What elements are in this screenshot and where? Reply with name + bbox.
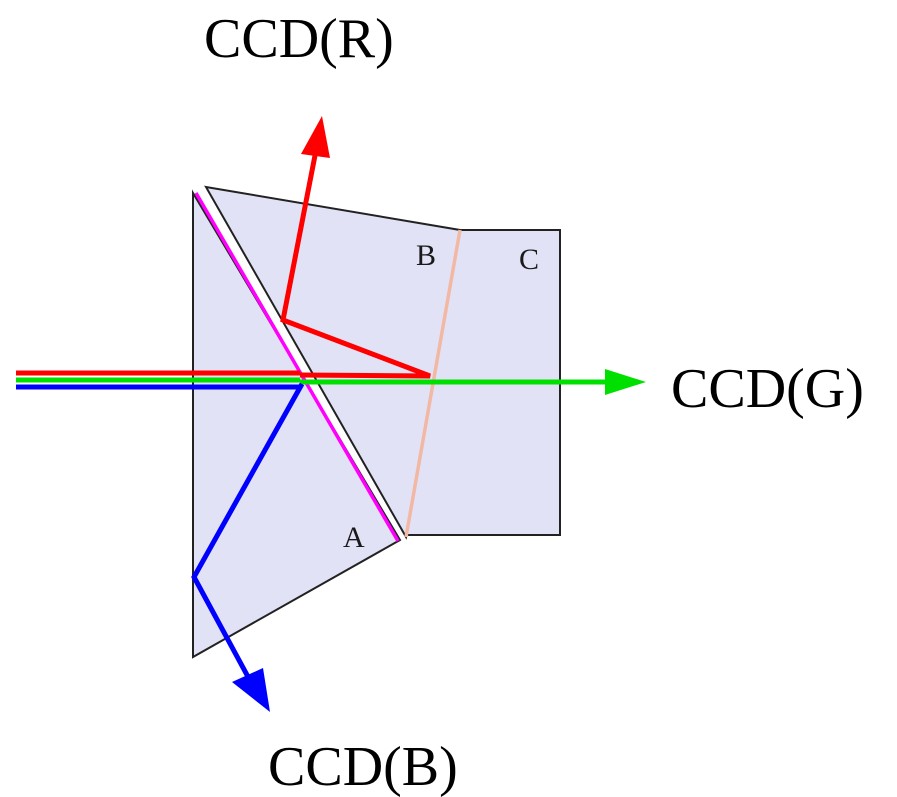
red-arrowhead — [301, 116, 330, 158]
prism-label-a: A — [343, 521, 365, 554]
red-beam-path — [280, 139, 431, 379]
ccd-blue-label: CCD(B) — [268, 736, 458, 797]
blue-beam-path — [191, 382, 305, 688]
ccd-green-label: CCD(G) — [671, 358, 864, 420]
green-arrowhead — [605, 369, 646, 395]
prism-label-b: B — [416, 239, 436, 272]
blue-arrowhead — [232, 668, 270, 712]
dichroic-coating-magenta — [194, 192, 400, 542]
prism-label-c: C — [519, 243, 539, 276]
ccd-red-label: CCD(R) — [204, 8, 394, 70]
